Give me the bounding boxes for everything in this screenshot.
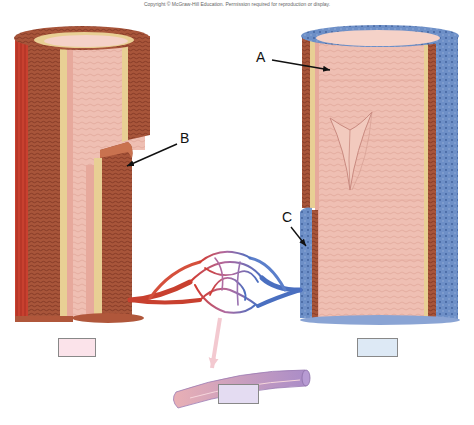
copyright-note: Copyright © McGraw-Hill Education. Permi… (144, 2, 330, 7)
callout-letter: B (180, 131, 189, 145)
callout-letter: C (282, 210, 292, 224)
callout-letter: A (256, 50, 265, 64)
